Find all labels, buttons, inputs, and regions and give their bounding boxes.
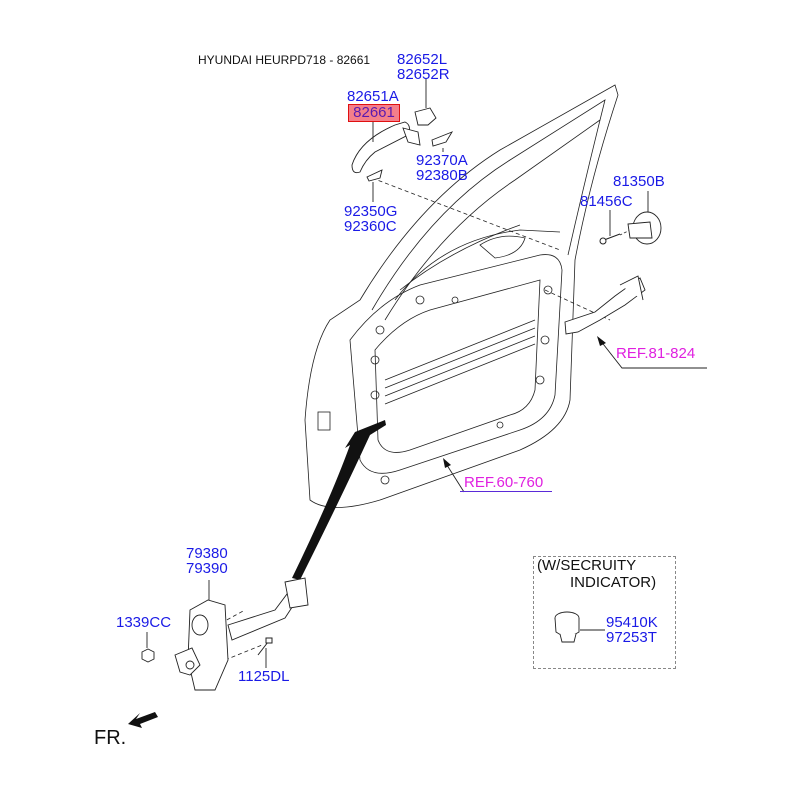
front-direction-label: FR. — [94, 727, 127, 749]
part-number[interactable]: 79390 — [186, 560, 228, 577]
outside-handle-82661 — [351, 121, 421, 174]
label-82652[interactable]: 82652L 82652R — [397, 52, 450, 82]
label-79380[interactable]: 79380 79390 — [186, 546, 228, 576]
label-81456c[interactable]: 81456C — [580, 193, 633, 210]
striker-81350b — [627, 211, 662, 245]
checker-nut-1339cc — [141, 648, 155, 663]
highlighted-part-82661[interactable]: 82661 — [348, 104, 400, 122]
security-indicator-part — [554, 611, 580, 643]
label-92370a[interactable]: 92370A 92380B — [416, 153, 468, 183]
label-95410k[interactable]: 95410K 97253T — [606, 615, 658, 645]
label-82651a[interactable]: 82651A — [347, 88, 399, 105]
wiring-harness — [292, 420, 386, 580]
part-number[interactable]: 92370A — [416, 152, 468, 169]
leader-ref81 — [599, 339, 707, 369]
handle-cover — [414, 107, 437, 126]
ref60-arrow-head — [443, 458, 451, 468]
door-outer-panel — [304, 84, 619, 508]
door-latch — [564, 275, 646, 335]
door-inner-frame — [349, 254, 563, 474]
handle-pad-upper — [431, 131, 454, 147]
front-arrow-icon — [128, 712, 158, 728]
part-number[interactable]: 92380B — [416, 167, 468, 184]
label-1339cc[interactable]: 1339CC — [116, 614, 172, 631]
leader-ref60 — [444, 461, 465, 493]
diagram-title: HYUNDAI HEURPD718 - 82661 — [198, 53, 371, 67]
label-1125dl[interactable]: 1125DL — [238, 668, 290, 685]
part-number[interactable]: 92360C — [344, 218, 397, 235]
part-number[interactable]: 82652L — [397, 51, 448, 68]
ref81-arrow-head — [597, 336, 606, 346]
ref-door-panel[interactable]: REF.60-760 — [464, 474, 544, 491]
part-number[interactable]: 79380 — [186, 545, 228, 562]
striker-bolt-81456c — [599, 233, 621, 245]
handle-pad-lower — [366, 169, 383, 182]
ref-door-panel-underline — [460, 491, 552, 492]
part-number[interactable]: 97253T — [606, 629, 657, 646]
ref-latch[interactable]: REF.81-824 — [616, 345, 696, 362]
label-92350g[interactable]: 92350G 92360C — [344, 204, 397, 234]
checker-bolt-1125dl — [257, 637, 273, 656]
option-title-line2: INDICATOR) — [570, 574, 657, 591]
option-title-line1: (W/SECRUITY — [537, 557, 637, 574]
label-81350b[interactable]: 81350B — [613, 173, 665, 190]
part-number[interactable]: 82652R — [397, 66, 450, 83]
part-number[interactable]: 95410K — [606, 614, 658, 631]
door-checker-79380 — [174, 577, 309, 691]
security-indicator-option-box — [533, 556, 676, 669]
part-number[interactable]: 92350G — [344, 203, 398, 220]
